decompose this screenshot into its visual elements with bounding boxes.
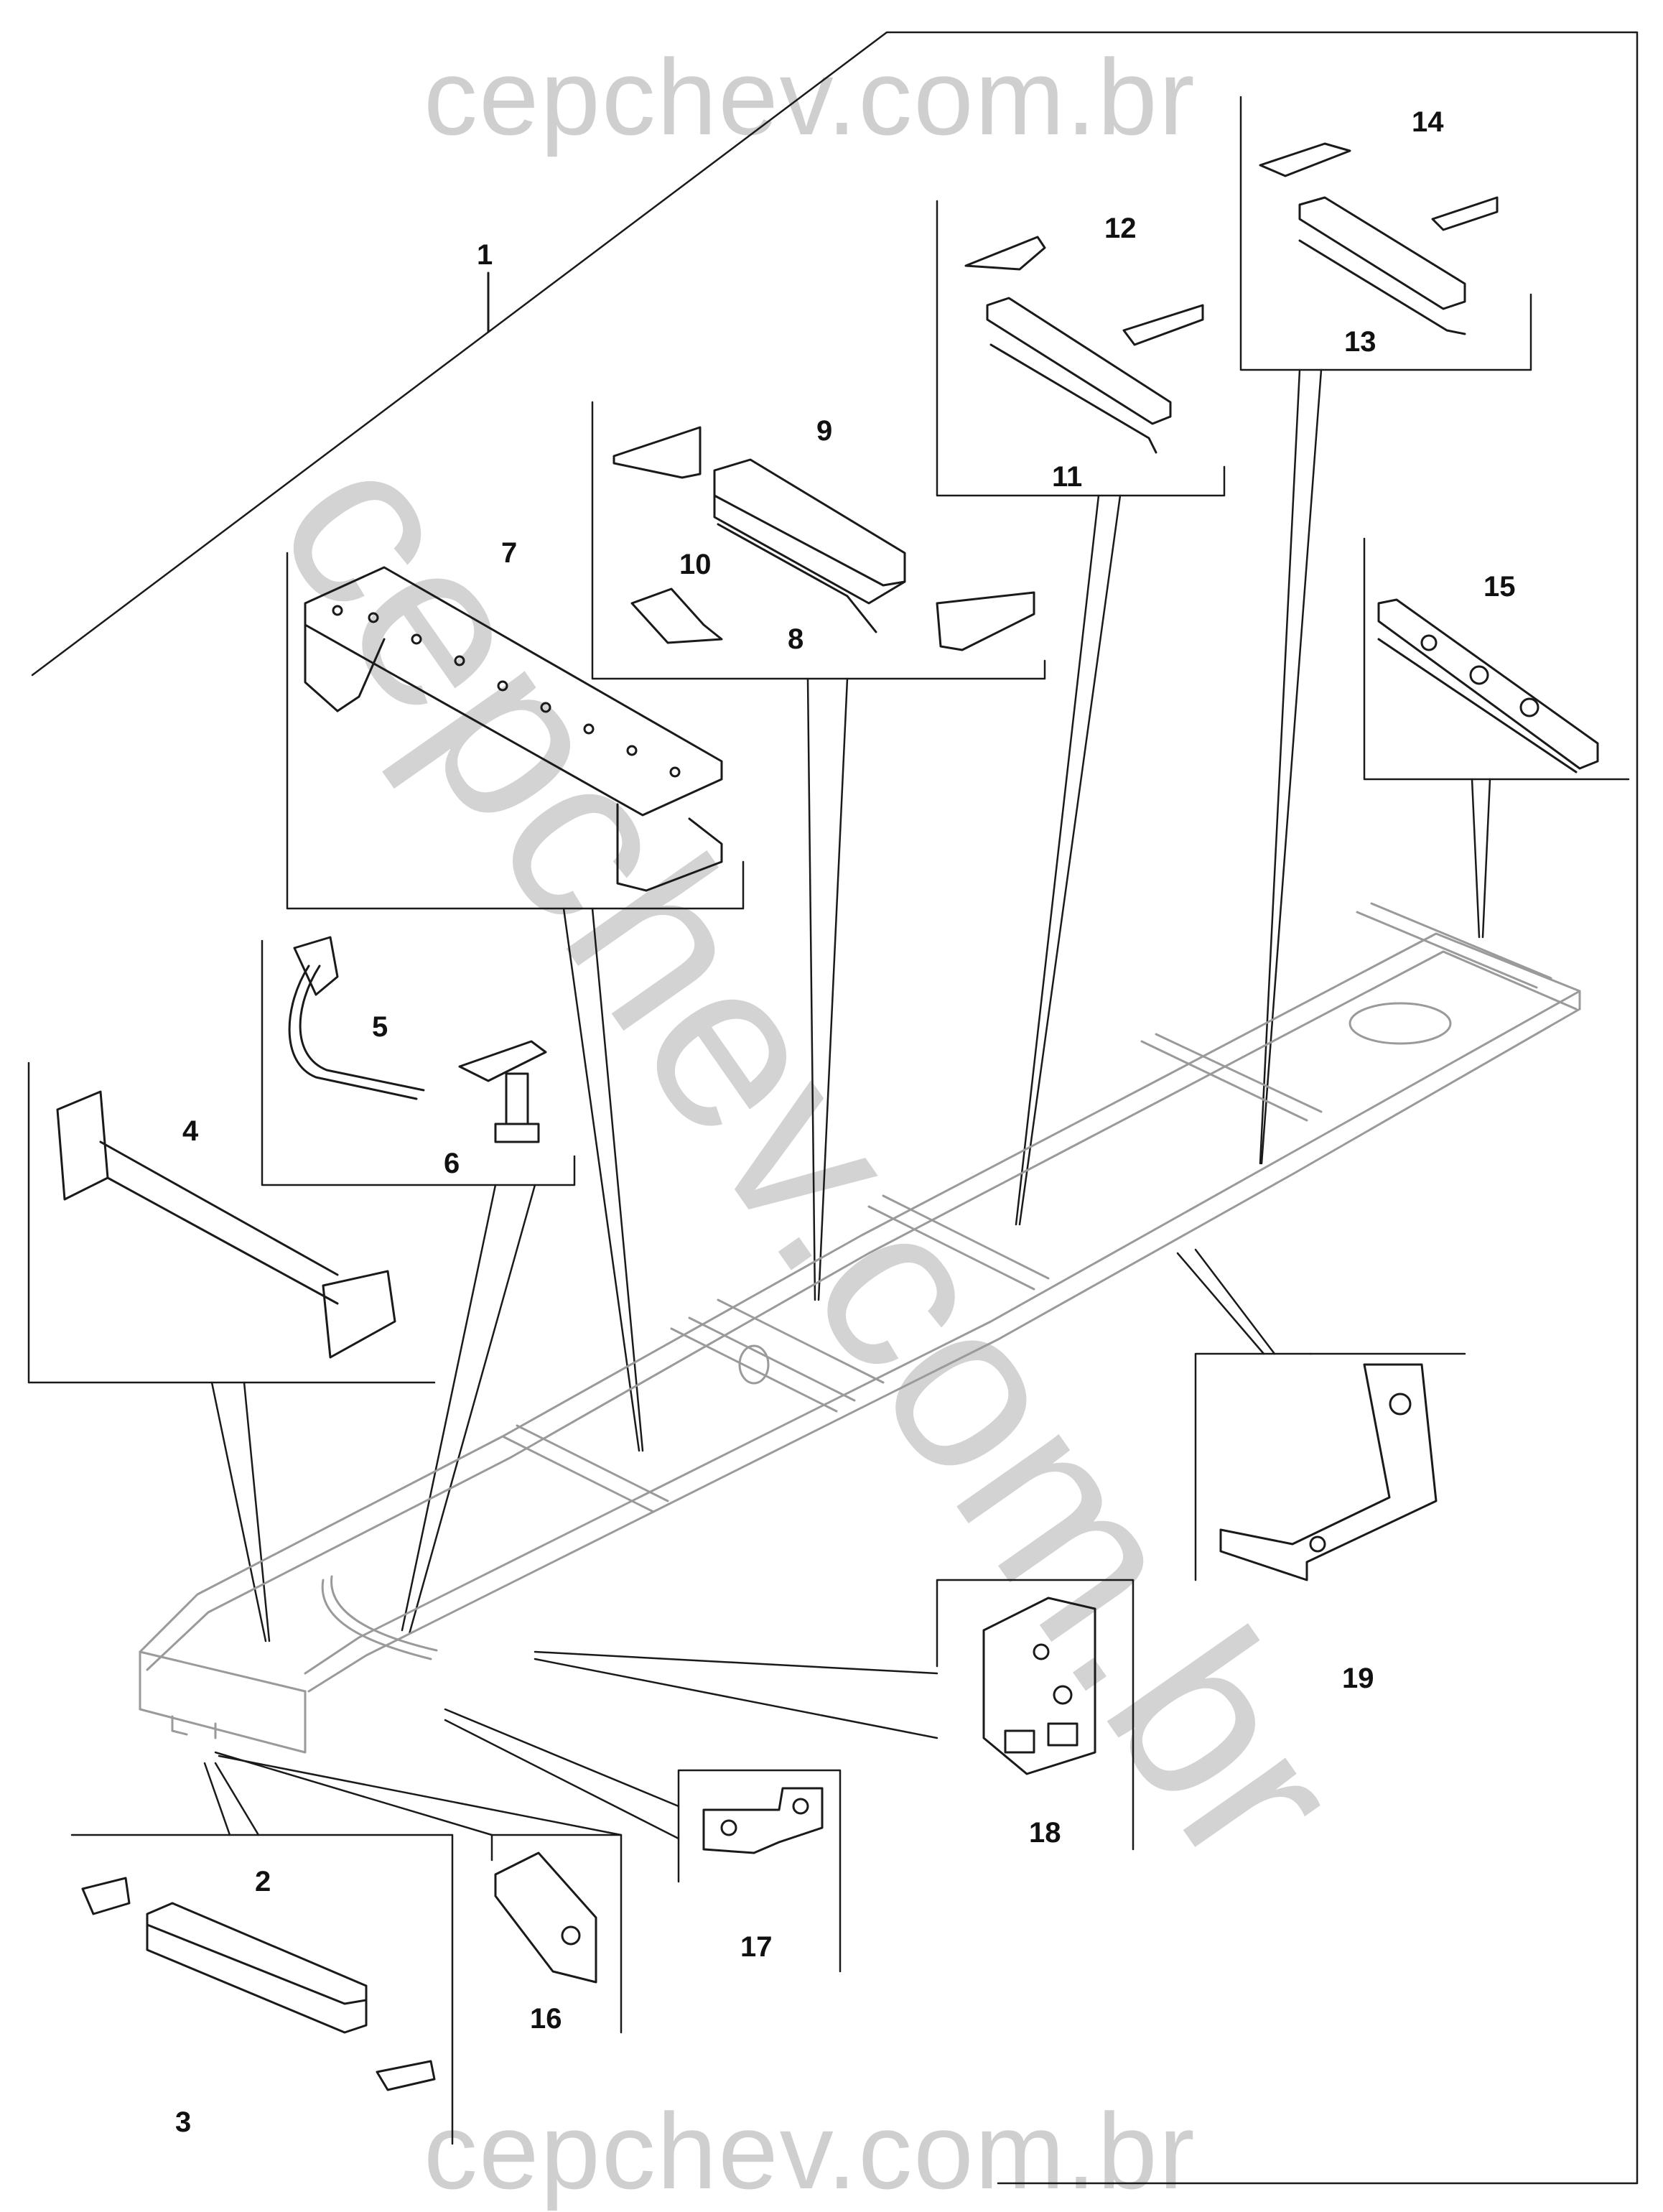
watermark-bottom: cepchev.com.br bbox=[424, 2091, 1196, 2211]
chassis-frame bbox=[139, 902, 1581, 1754]
callout-10: 10 bbox=[679, 549, 712, 580]
callout-17: 17 bbox=[740, 1931, 773, 1963]
callout-12: 12 bbox=[1104, 213, 1137, 244]
callout-16: 16 bbox=[530, 2003, 562, 2035]
part-7-crossmember bbox=[304, 566, 723, 892]
part-11-12-crossmember bbox=[964, 236, 1204, 454]
callout-14: 14 bbox=[1412, 106, 1444, 138]
part-6-bolt bbox=[494, 1072, 540, 1143]
callout-11: 11 bbox=[1052, 461, 1083, 493]
callout-18: 18 bbox=[1029, 1817, 1061, 1849]
part-5-pipe bbox=[288, 936, 547, 1100]
callout-19: 19 bbox=[1342, 1663, 1374, 1694]
part-18-bracket bbox=[982, 1597, 1096, 1775]
part-16-bracket bbox=[494, 1851, 597, 1984]
part-8-9-crossmember bbox=[612, 426, 1035, 651]
part-17-bracket bbox=[702, 1787, 824, 1854]
callout-7: 7 bbox=[501, 537, 518, 569]
watermark-top: cepchev.com.br bbox=[424, 37, 1196, 157]
callout-2: 2 bbox=[255, 1866, 271, 1897]
callout-13: 13 bbox=[1344, 326, 1376, 358]
callout-15: 15 bbox=[1483, 571, 1516, 603]
callout-3: 3 bbox=[175, 2106, 192, 2138]
part-15-crossmember bbox=[1377, 598, 1599, 773]
callout-6: 6 bbox=[444, 1148, 460, 1179]
assembly-border bbox=[31, 31, 1639, 2185]
callout-5: 5 bbox=[372, 1011, 388, 1043]
callout-1: 1 bbox=[477, 239, 493, 271]
part-19-bracket bbox=[1219, 1363, 1438, 1581]
leader-lines bbox=[203, 368, 1491, 1840]
part-2-3-front bbox=[81, 1877, 436, 2091]
part-13-14-crossmember bbox=[1259, 142, 1499, 335]
panel-lines bbox=[27, 96, 1630, 2145]
callout-9: 9 bbox=[816, 415, 833, 447]
part-4-tube bbox=[56, 1090, 396, 1359]
callout-4: 4 bbox=[182, 1115, 199, 1147]
callout-8: 8 bbox=[788, 623, 804, 655]
